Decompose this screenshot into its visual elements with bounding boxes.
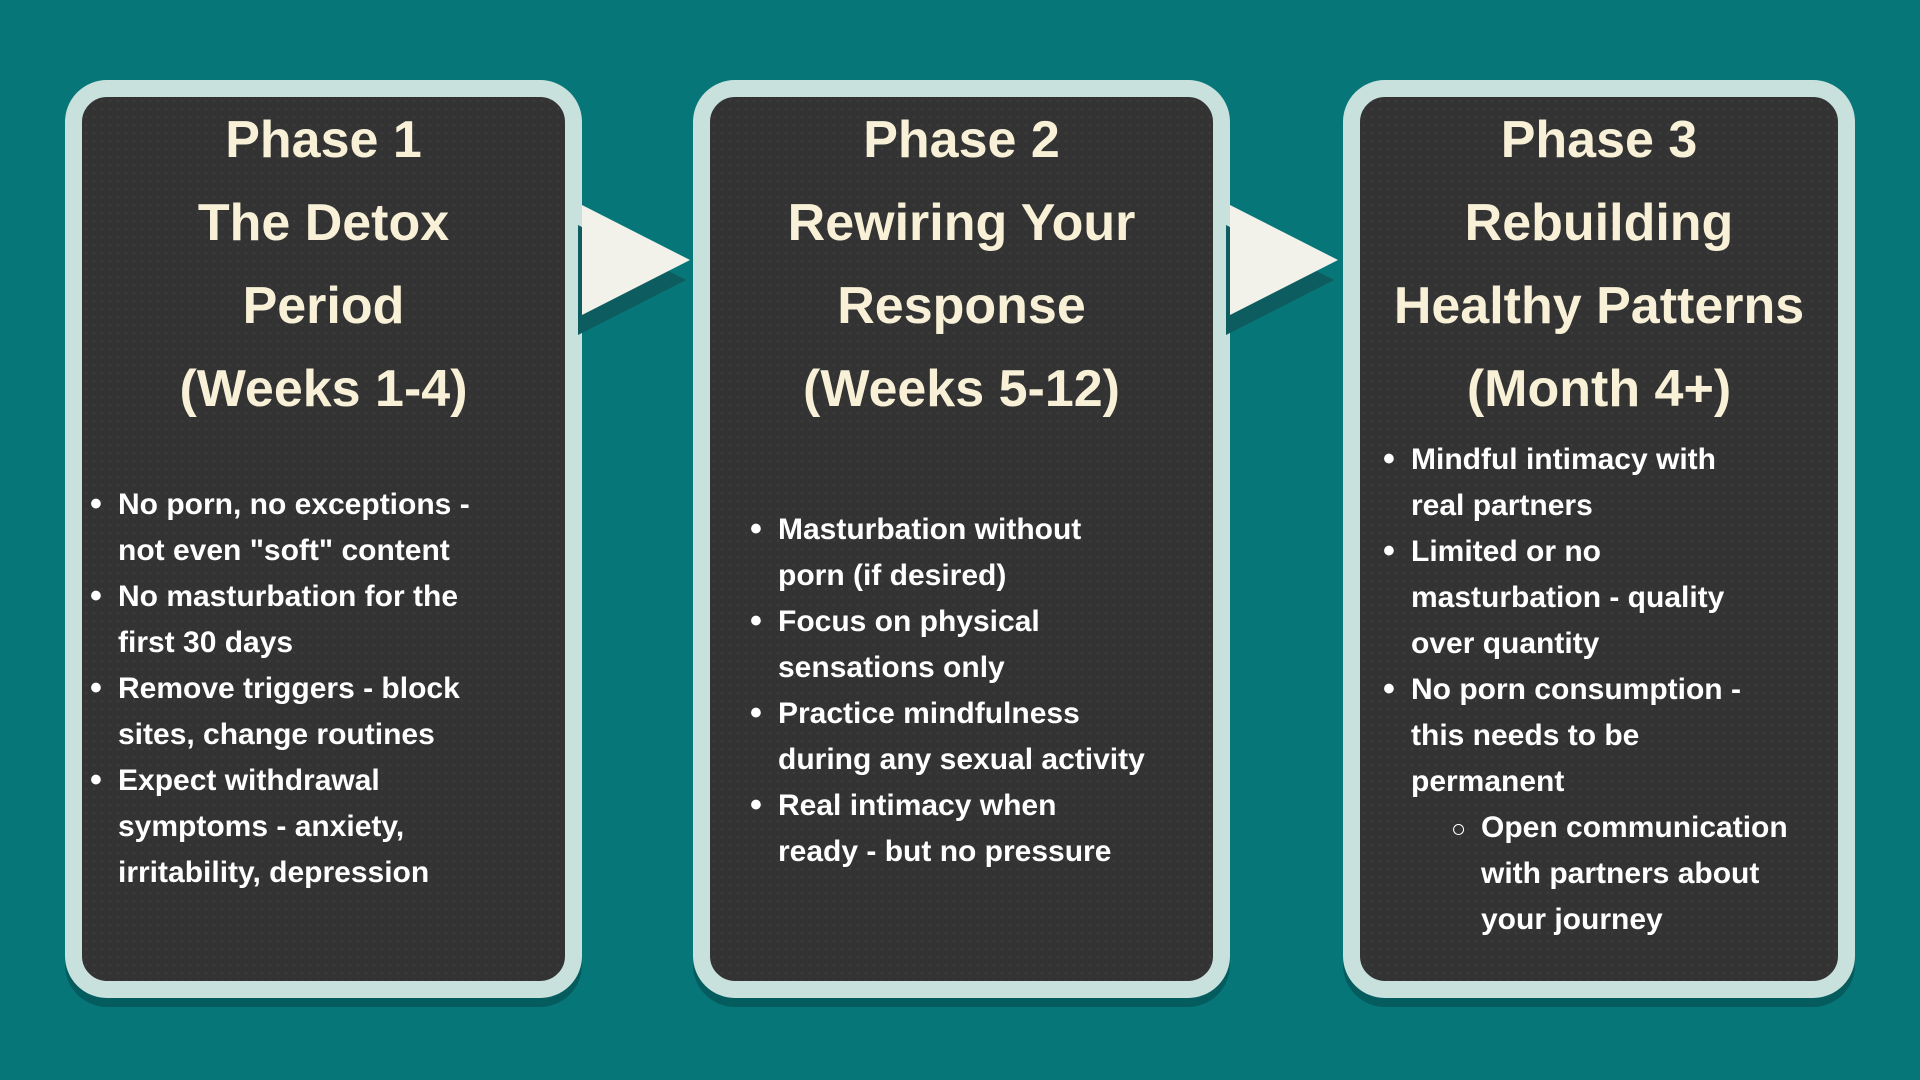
phase-3-bullet-list: Mindful intimacy with real partners Limi…	[1375, 436, 1838, 943]
phase-1-card: Phase 1 The Detox Period (Weeks 1-4) No …	[65, 80, 582, 998]
bullet-item: Limited or no masturbation - quality ove…	[1375, 528, 1832, 667]
bullet-item: Real intimacy when ready - but no pressu…	[742, 782, 1207, 875]
arrow-shape	[1230, 205, 1338, 315]
bullet-item: Practice mindfulness during any sexual a…	[742, 690, 1207, 783]
bullet-item: Masturbation without porn (if desired)	[742, 506, 1207, 599]
phase-2-card: Phase 2 Rewiring Your Response (Weeks 5-…	[693, 80, 1230, 998]
arrow-right-icon	[1226, 205, 1338, 337]
bullet-item: Expect withdrawal symptoms - anxiety, ir…	[82, 757, 559, 896]
phase-2-title: Phase 2 Rewiring Your Response (Weeks 5-…	[787, 111, 1136, 418]
phase-1-title: Phase 1 The Detox Period (Weeks 1-4)	[179, 111, 468, 418]
phase-3-title: Phase 3 Rebuilding Healthy Patterns (Mon…	[1393, 111, 1805, 418]
phase-2-bullet-list: Masturbation without porn (if desired) F…	[742, 506, 1213, 875]
bullet-item: No porn consumption - this needs to be p…	[1375, 666, 1832, 805]
bullet-item: No porn, no exceptions - not even "soft"…	[82, 481, 559, 574]
bullet-item: Remove triggers - block sites, change ro…	[82, 665, 559, 758]
arrow-shape	[582, 205, 690, 315]
phase-3-card: Phase 3 Rebuilding Healthy Patterns (Mon…	[1343, 80, 1855, 998]
bullet-item: No masturbation for the first 30 days	[82, 573, 559, 666]
sub-bullet-item: Open communication with partners about y…	[1375, 805, 1832, 943]
bullet-item: Mindful intimacy with real partners	[1375, 436, 1832, 529]
phase-1-bullet-list: No porn, no exceptions - not even "soft"…	[82, 481, 565, 896]
arrow-right-icon	[578, 205, 690, 337]
bullet-item: Focus on physical sensations only	[742, 598, 1207, 691]
